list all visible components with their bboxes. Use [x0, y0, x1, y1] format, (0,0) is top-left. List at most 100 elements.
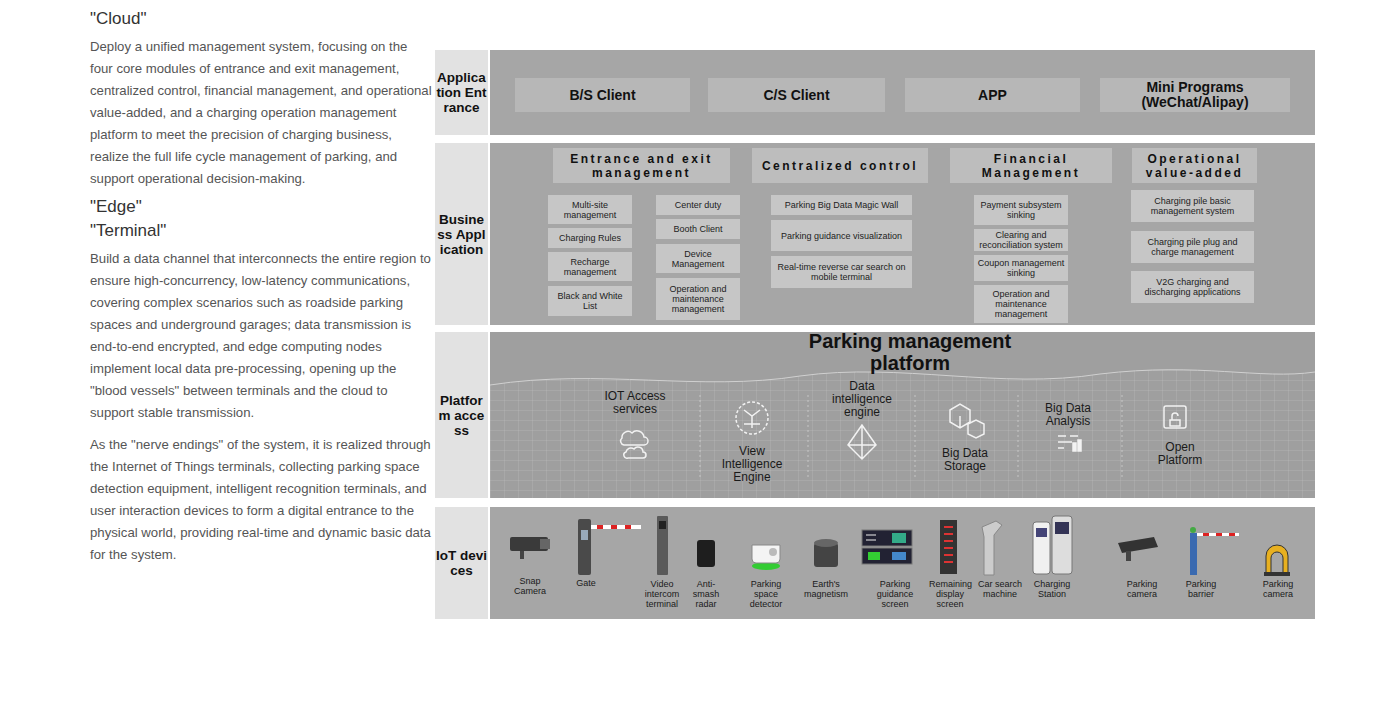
- box-text: Booth Client: [673, 224, 722, 234]
- decor-path: [1170, 413, 1180, 426]
- decor-path: [597, 525, 631, 529]
- box-text: Parking Big Data Magic Wall: [785, 200, 899, 210]
- device-label: Parking guidance screen: [871, 579, 919, 609]
- platform-item: Open Platform: [1144, 441, 1216, 467]
- platform-item: Data intelligence engine: [821, 380, 903, 419]
- box-text: Recharge management: [551, 257, 629, 277]
- entrance-box: Mini Programs (WeChat/Alipay): [1100, 78, 1290, 112]
- decor-rect: [862, 548, 912, 564]
- box-text: Charging pile basic management system: [1134, 196, 1251, 216]
- box-text: V2G charging and discharging application…: [1134, 277, 1251, 297]
- function-box: Coupon management sinking: [974, 255, 1068, 281]
- decor-path: [944, 527, 953, 562]
- decor-rect: [1036, 528, 1047, 537]
- text-column: "Cloud"Deploy a unified management syste…: [90, 8, 432, 566]
- decor-rect: [1073, 443, 1076, 451]
- function-box: Booth Client: [656, 219, 740, 239]
- decor-rect: [1033, 522, 1050, 574]
- module-heading: Centralized control: [752, 148, 928, 183]
- decor-rect: [940, 520, 957, 574]
- decor-path: [848, 425, 876, 459]
- decor-rect: [862, 530, 912, 546]
- box-text: Mini Programs (WeChat/Alipay): [1104, 80, 1286, 110]
- decor-rect: [1078, 440, 1081, 451]
- decor-path: [982, 521, 1002, 575]
- decor-g: [621, 402, 1186, 459]
- device-label: Parking camera: [1117, 579, 1167, 599]
- decor-rect: [1126, 551, 1131, 561]
- decor-circle: [769, 548, 777, 556]
- decor-rect: [697, 540, 715, 567]
- layer-band: Business ApplicationEntrance and exit ma…: [435, 143, 1315, 325]
- decor-path: [950, 404, 984, 438]
- decor-rect: [657, 516, 668, 575]
- layer-band: IoT devices: [435, 507, 1315, 619]
- device-label: Remaining display screen: [929, 579, 971, 609]
- function-box: Charging pile plug and charge management: [1131, 231, 1254, 263]
- function-box: Payment subsystem sinking: [974, 195, 1068, 225]
- box-text: Financial Management: [953, 152, 1109, 180]
- decor-rect: [1197, 533, 1239, 536]
- description-text: Build a data channel that interconnects …: [90, 248, 432, 424]
- decor-rect: [540, 539, 550, 549]
- decor-rect: [1055, 522, 1069, 534]
- platform-item: IOT Access services: [589, 390, 681, 416]
- entrance-box: C/S Client: [708, 78, 885, 112]
- decor-circle: [736, 402, 768, 434]
- device-label: Parking camera: [1255, 579, 1301, 599]
- function-box: Parking guidance visualization: [771, 220, 912, 251]
- box-text: APP: [978, 88, 1007, 103]
- function-box: Black and White List: [548, 286, 632, 316]
- decor-rect: [1190, 533, 1197, 575]
- decor-rect: [659, 521, 666, 529]
- module-heading: Financial Management: [950, 148, 1112, 183]
- decor-ellipse: [814, 539, 838, 547]
- box-text: Clearing and reconciliation system: [977, 230, 1065, 250]
- function-box: V2G charging and discharging application…: [1131, 271, 1254, 303]
- entrance-box: APP: [905, 78, 1080, 112]
- function-box: Operation and maintenance management: [974, 285, 1068, 323]
- box-text: Centralized control: [762, 159, 918, 173]
- decor-rect: [581, 530, 588, 540]
- box-text: Charging Rules: [559, 233, 621, 243]
- function-box: Operation and maintenance management: [656, 278, 740, 320]
- function-box: Charging pile basic management system: [1131, 190, 1254, 222]
- box-text: Payment subsystem sinking: [977, 200, 1065, 220]
- decor-path: [1266, 545, 1288, 574]
- device-label: Charging Station: [1029, 579, 1075, 599]
- description-text: Deploy a unified management system, focu…: [90, 36, 432, 190]
- layer-label: Business Application: [435, 143, 488, 325]
- decor-rect: [591, 525, 641, 529]
- decor-path: [621, 431, 648, 445]
- decor-rect: [520, 551, 524, 559]
- entrance-box: B/S Client: [515, 78, 690, 112]
- function-box: Recharge management: [548, 252, 632, 281]
- description-text: As the "nerve endings" of the system, it…: [90, 434, 432, 566]
- decor-path: [624, 447, 646, 458]
- section-heading: "Edge": [90, 196, 432, 218]
- decor-rect: [490, 360, 1315, 498]
- device-label: Parking space detector: [742, 579, 790, 609]
- function-box: Multi-site management: [548, 195, 632, 224]
- decor-rect: [578, 519, 591, 575]
- decor-rect: [892, 533, 906, 543]
- device-label: Snap Camera: [510, 576, 550, 596]
- box-text: C/S Client: [763, 88, 829, 103]
- box-text: Operational value-added: [1135, 152, 1254, 180]
- box-text: Charging pile plug and charge management: [1134, 237, 1251, 257]
- layer-label: Application Entrance: [435, 50, 488, 135]
- section-heading: "Terminal": [90, 220, 432, 242]
- device-label: Earth's magnetism: [801, 579, 851, 599]
- box-text: Device Management: [659, 249, 737, 269]
- decor-circle: [1190, 527, 1196, 533]
- function-box: Charging Rules: [548, 228, 632, 248]
- box-text: Operation and maintenance management: [977, 289, 1065, 319]
- decor-rect: [868, 552, 880, 560]
- decor-path: [1203, 533, 1235, 536]
- function-box: Clearing and reconciliation system: [974, 229, 1068, 251]
- box-text: Multi-site management: [551, 200, 629, 220]
- box-text: B/S Client: [569, 88, 635, 103]
- platform-item: Big Data Analysis: [1032, 402, 1104, 428]
- box-text: Coupon management sinking: [977, 258, 1065, 278]
- box-text: Center duty: [675, 200, 722, 210]
